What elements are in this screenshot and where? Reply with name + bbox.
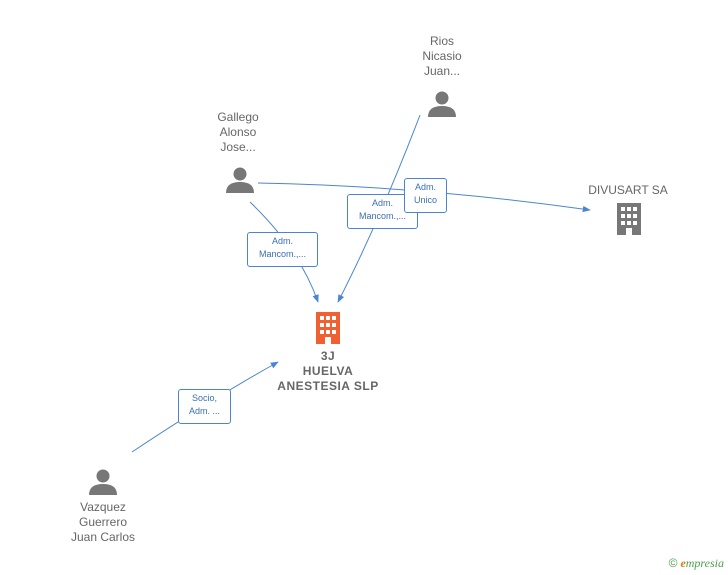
- edge-label-vazquez-main[interactable]: Socio, Adm. ...: [178, 389, 231, 424]
- person-icon-vazquez[interactable]: [89, 469, 117, 496]
- node-label-divusart[interactable]: DIVUSART SA: [588, 183, 668, 197]
- person-icon-gallego[interactable]: [226, 167, 254, 194]
- empresia-logo: ©empresia: [669, 556, 724, 571]
- person-icon-rios[interactable]: [428, 91, 456, 118]
- building-icon-divusart[interactable]: [617, 203, 641, 235]
- node-label-main[interactable]: 3J HUELVA ANESTESIA SLP: [277, 349, 379, 393]
- edge-label-gallego-main[interactable]: Adm. Mancom.,...: [247, 232, 318, 267]
- node-label-vazquez[interactable]: Vazquez Guerrero Juan Carlos: [70, 500, 136, 544]
- building-icon-main[interactable]: [316, 312, 340, 344]
- node-label-rios[interactable]: Rios Nicasio Juan...: [422, 34, 462, 78]
- node-label-gallego[interactable]: Gallego Alonso Jose...: [217, 110, 259, 154]
- copyright-symbol: ©: [668, 556, 678, 570]
- brand-initial: e: [680, 556, 686, 570]
- edge-label-gallego-divusart[interactable]: Adm. Unico: [404, 178, 447, 213]
- brand-name: mpresia: [685, 556, 724, 570]
